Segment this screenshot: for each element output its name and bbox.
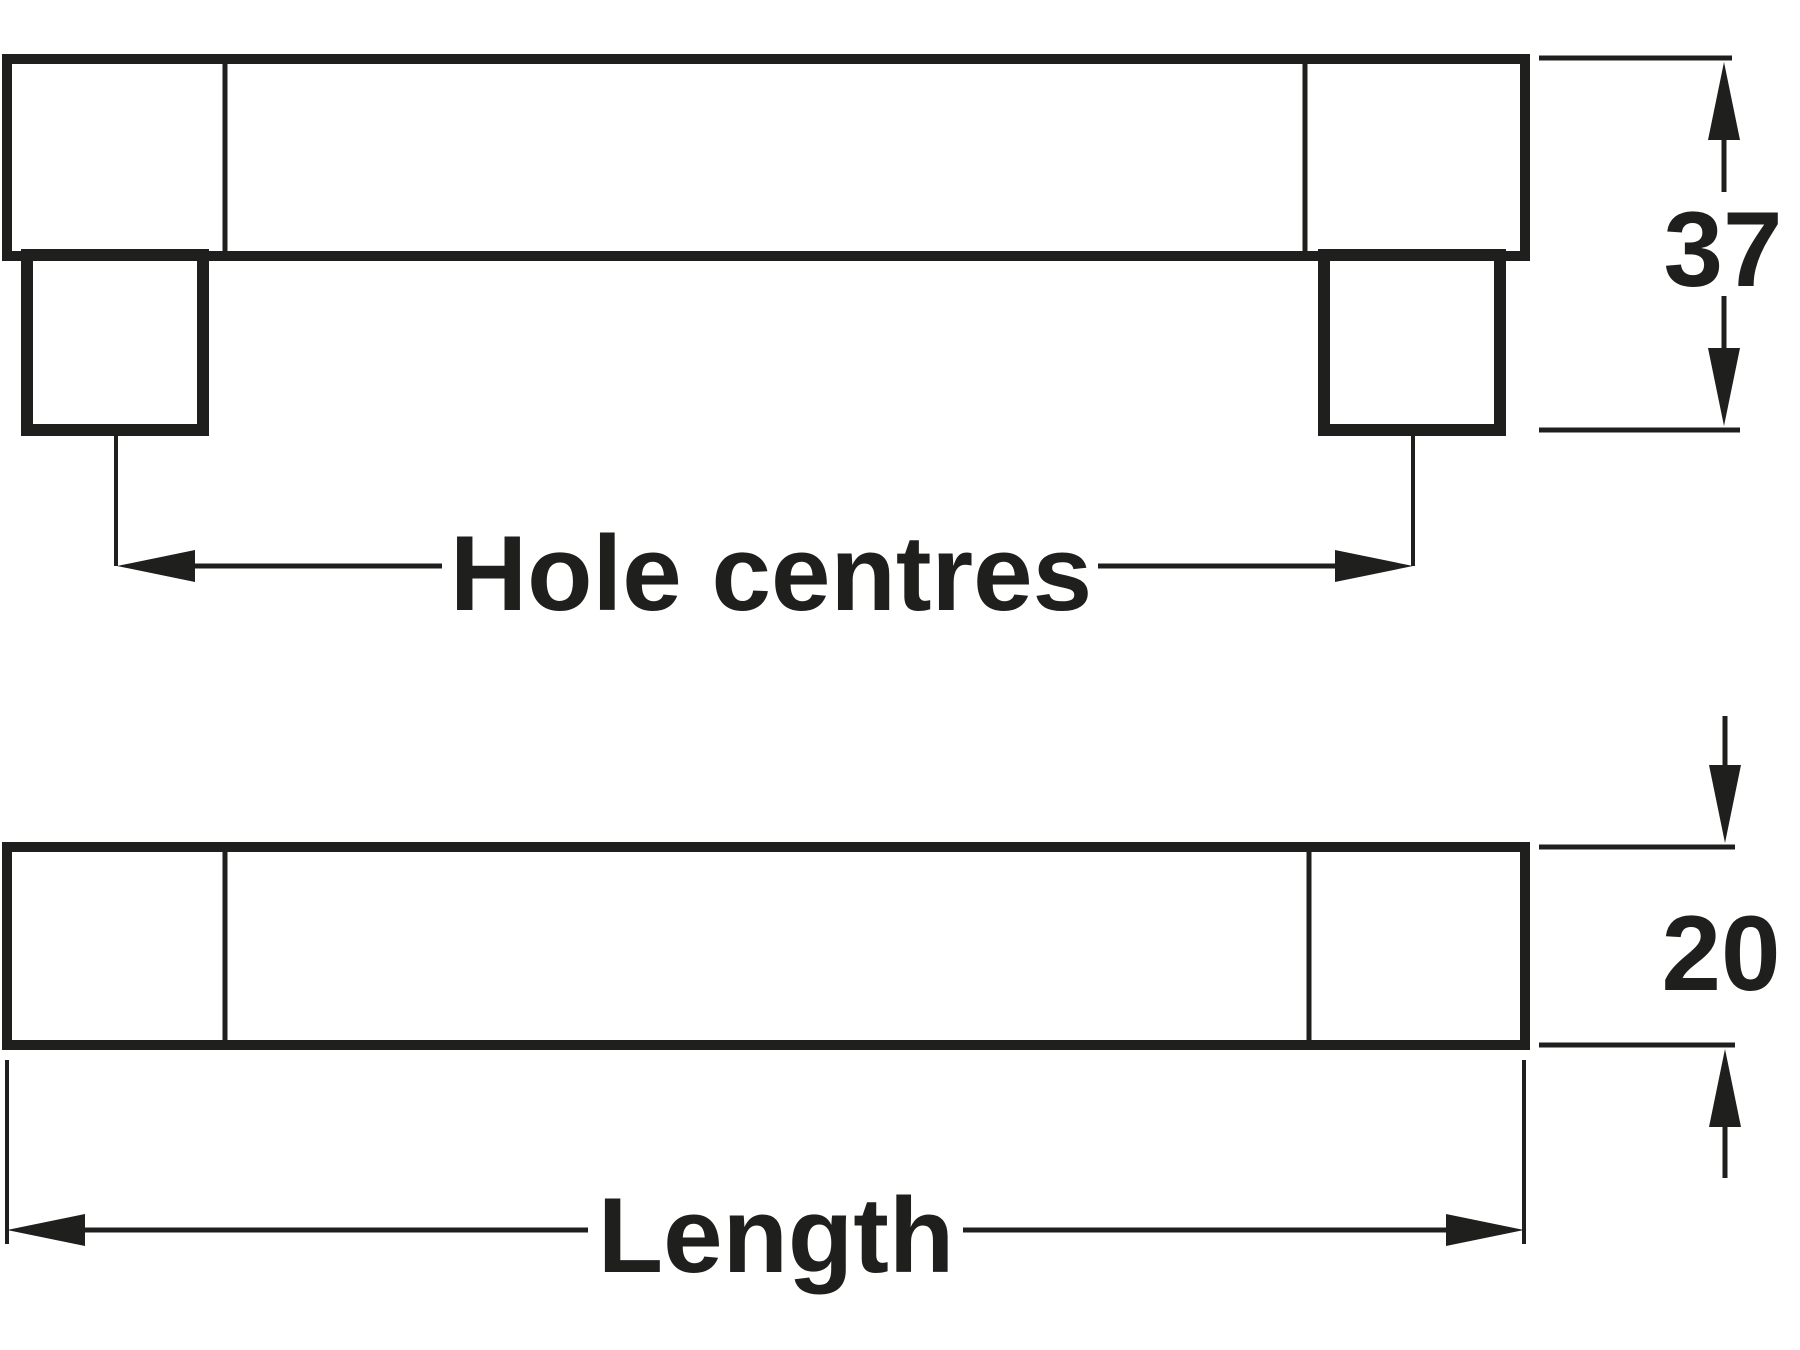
bar-depth-value: 20: [1661, 893, 1780, 1013]
front-view-drawing: [2, 54, 1530, 436]
arrow-right-icon: [1446, 1214, 1524, 1246]
arrow-down-icon: [1709, 765, 1741, 843]
length-label: Length: [598, 1175, 955, 1295]
arrow-up-icon: [1708, 62, 1740, 140]
left-fixing-post: [21, 249, 209, 436]
bar-depth-dimension: 20: [1539, 716, 1781, 1178]
length-dimension: Length: [5, 1060, 1526, 1295]
profile-view-drawing: [2, 842, 1530, 1050]
hole-centres-dimension: Hole centres: [114, 434, 1415, 633]
arrow-up-icon: [1709, 1049, 1741, 1127]
front-bar-outline: [2, 54, 1530, 261]
overall-height-value: 37: [1663, 189, 1782, 309]
arrow-left-icon: [117, 550, 195, 582]
overall-height-dimension: 37: [1539, 55, 1783, 433]
arrow-down-icon: [1708, 348, 1740, 426]
hole-centres-label: Hole centres: [450, 513, 1092, 633]
arrow-right-icon: [1335, 550, 1413, 582]
profile-bar-outline: [2, 842, 1530, 1050]
right-fixing-post: [1318, 249, 1506, 436]
arrow-left-icon: [7, 1214, 85, 1246]
